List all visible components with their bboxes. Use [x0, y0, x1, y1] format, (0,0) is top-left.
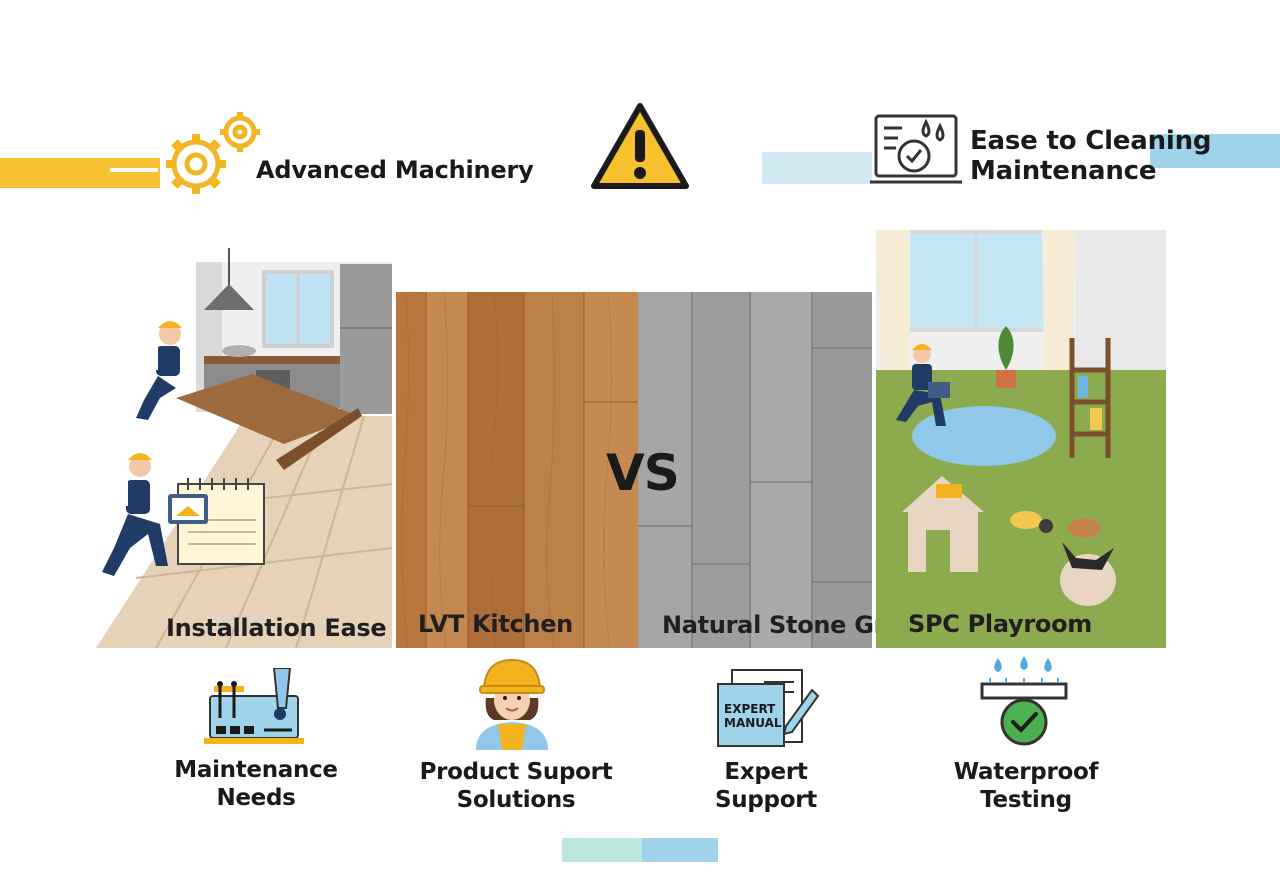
expert-support-line2: Support — [715, 787, 817, 813]
blue-stripe-right — [1150, 134, 1280, 168]
waterproof-testing-line1: Waterproof — [953, 759, 1099, 785]
bottom-blue-bar — [642, 838, 718, 862]
maintenance-needs-line1: Maintenance — [174, 757, 338, 783]
cleaning-maintenance-icon — [868, 112, 964, 188]
product-support-label: Product Suport Solutions — [404, 758, 628, 814]
spc-playroom-panel — [876, 230, 1166, 648]
maintenance-machine-icon — [204, 668, 304, 746]
maintenance-needs-line2: Needs — [216, 785, 296, 811]
waterproof-check-icon — [976, 654, 1072, 750]
expert-manual-text-line1: EXPERT — [724, 702, 776, 716]
blue-stripe-left — [762, 152, 872, 184]
expert-support-line1: Expert — [724, 759, 808, 785]
ease-cleaning-label-line2: Maintenance — [970, 156, 1157, 186]
installation-ease-label: Installation Ease — [166, 614, 387, 642]
maintenance-needs-label: Maintenance Needs — [156, 756, 356, 812]
warning-icon — [588, 100, 692, 192]
product-support-line1: Product Suport — [419, 759, 613, 785]
expert-manual-text-line2: MANUAL — [724, 716, 782, 730]
advanced-machinery-label: Advanced Machinery — [256, 156, 534, 184]
support-worker-avatar-icon — [470, 656, 554, 750]
yellow-stripe-highlight — [110, 168, 158, 172]
spc-playroom-label: SPC Playroom — [908, 610, 1092, 638]
gears-icon — [158, 106, 264, 198]
installation-panel — [96, 248, 392, 648]
lvt-kitchen-label: LVT Kitchen — [418, 610, 573, 638]
lvt-kitchen-panel — [396, 292, 638, 648]
waterproof-testing-label: Waterproof Testing — [926, 758, 1126, 814]
bottom-teal-bar — [562, 838, 642, 862]
waterproof-testing-line2: Testing — [980, 787, 1072, 813]
natural-stone-panel — [638, 292, 872, 648]
natural-stone-label: Natural Stone Gray — [662, 611, 916, 639]
product-support-line2: Solutions — [456, 787, 576, 813]
vs-text: VS — [606, 444, 680, 502]
yellow-stripe — [0, 158, 160, 188]
expert-support-label: Expert Support — [676, 758, 856, 814]
ease-cleaning-label-line1: Ease to Cleaning — [970, 126, 1212, 156]
expert-manual-icon — [714, 668, 820, 752]
